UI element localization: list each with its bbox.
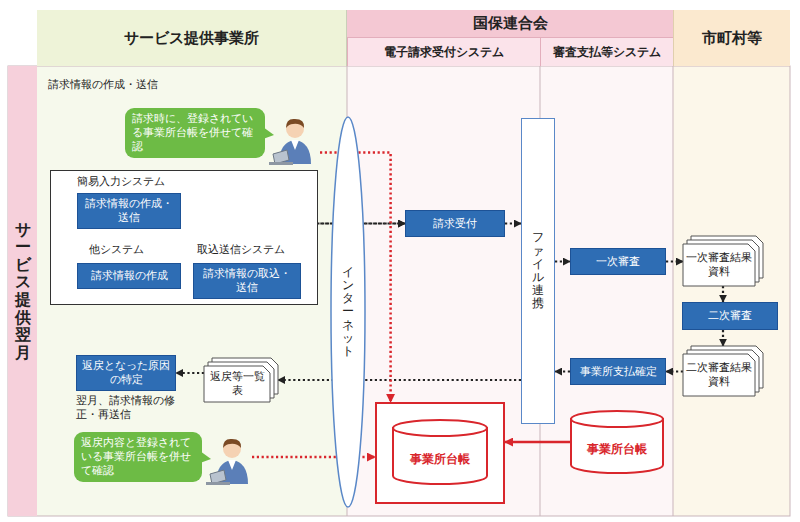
column-header: 市町村等: [673, 10, 790, 66]
link-bar: ファイル連携: [521, 118, 555, 424]
node-text: 返戻等一覧表: [206, 370, 268, 398]
node-text: 請求時に、登録されている事業所台帳を併せて確認: [125, 108, 265, 157]
node-text: 事業所台帳: [587, 442, 647, 457]
system-group: 簡易入力システム他システム 取込送信システム 請求情報の作成・送信請求情報の作成 請求…: [50, 170, 318, 305]
node-text: 市町村等: [702, 29, 762, 48]
node-text: ファイル連携: [532, 231, 544, 310]
person-icon: [269, 119, 311, 165]
process-box: 請求情報の取込・送信: [193, 263, 301, 299]
node-text: 取込送信システム: [197, 243, 285, 257]
node-text: 請求情報の取込・送信: [198, 267, 296, 295]
flow-arrow: [505, 222, 521, 224]
callout-bubble: 返戻内容と登録されている事業所台帳を併せて確認: [74, 426, 252, 488]
column-panel: [37, 66, 347, 516]
node-text: 他システム: [89, 243, 144, 257]
node-text: サービス提供翌月: [15, 221, 31, 362]
callout-bubble: 請求時に、登録されている事業所台帳を併せて確認: [125, 98, 320, 168]
row-band: サービス提供翌月: [8, 66, 37, 516]
ledger-box: 事業所台帳: [375, 402, 505, 504]
node-text: 請求受付: [433, 217, 477, 231]
process-box: 事業所支払確定: [570, 358, 666, 385]
node-text: 二次審査: [708, 309, 752, 323]
node-text: 審査支払等システム: [553, 45, 661, 60]
process-box: 請求情報の作成・送信: [77, 193, 181, 229]
flow-arrow: [722, 286, 724, 302]
node-text: 簡易入力システム: [77, 175, 165, 189]
frame: [8, 66, 790, 516]
process-box: 一次審査: [570, 248, 666, 275]
node-text: 一次審査: [596, 255, 640, 269]
process-box: 請求情報の作成: [77, 263, 181, 289]
flow-arrow: [176, 372, 204, 374]
document-stack: 二次審査結果資料: [683, 346, 763, 396]
node-text: 電子請求受付システム: [384, 45, 504, 60]
column-header: 国保連合会: [347, 10, 673, 38]
column-divider: [673, 10, 674, 516]
column-panel: [347, 66, 540, 516]
flow-arrow: [722, 330, 724, 346]
note-label: 翌月、請求情報の修正・再送信: [76, 394, 180, 423]
node-text: 一次審査結果資料: [685, 251, 753, 279]
node-text: 請求情報の作成・送信: [82, 197, 176, 225]
flow-arrow: [555, 260, 570, 262]
flow-arrow: [555, 370, 570, 372]
flow-arrow: [505, 441, 570, 444]
sub-header: 審査支払等システム: [540, 38, 673, 66]
note-label: 請求情報の作成・送信: [48, 78, 248, 92]
node-text: 返戻内容と登録されている事業所台帳を併せて確認: [74, 432, 202, 481]
column-panel: [540, 66, 673, 516]
node-text: サービス提供事業所: [124, 29, 259, 48]
flow-arrow: [666, 260, 683, 262]
document-stack: 一次審査結果資料: [683, 236, 763, 286]
process-box: 返戻となった原因の特定: [76, 355, 176, 391]
sub-header: 電子請求受付システム: [347, 38, 540, 66]
column-header: サービス提供事業所: [37, 10, 347, 66]
network-ellipse: インターネット: [330, 116, 366, 508]
node-text: 請求情報の作成: [91, 269, 168, 283]
flow-arrow: [666, 370, 683, 372]
document-stack: 返戻等一覧表: [204, 358, 278, 402]
node-text: 事業所支払確定: [580, 365, 657, 379]
node-text: インターネット: [342, 266, 354, 358]
person-icon: [206, 439, 248, 485]
node-text: 国保連合会: [473, 14, 548, 33]
node-text: 返戻となった原因の特定: [81, 359, 171, 387]
node-text: 二次審査結果資料: [685, 361, 753, 389]
process-box: 二次審査: [682, 302, 778, 330]
database-cylinder: 事業所台帳: [570, 410, 664, 474]
node-text: 事業所台帳: [410, 452, 470, 467]
flow-arrow: [278, 379, 521, 381]
process-box: 請求受付: [405, 210, 505, 237]
column-panel: [673, 66, 790, 516]
